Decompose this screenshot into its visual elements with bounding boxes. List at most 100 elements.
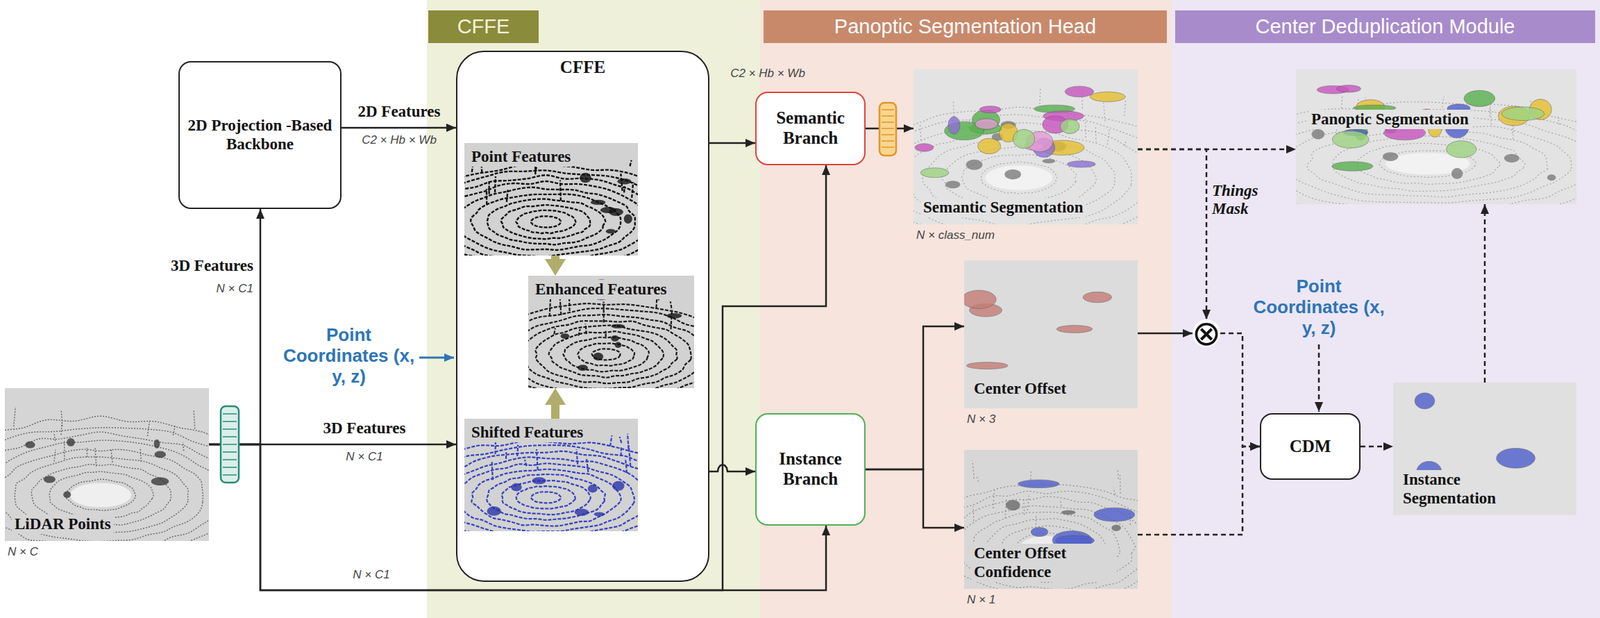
image-caption: Panoptic Segmentation <box>1308 109 1472 130</box>
segment-blob <box>966 362 1008 370</box>
feature-vector-icon <box>879 102 897 156</box>
segment-blob <box>964 290 997 309</box>
scan-ring <box>528 303 695 389</box>
scan-ring <box>464 170 638 256</box>
free-label-holder: N × C1 <box>298 449 431 464</box>
scan-ring <box>592 348 621 360</box>
scan-structure <box>576 449 578 465</box>
scan-ring <box>486 474 605 520</box>
connector-label-holder: Things Mask <box>1211 181 1276 219</box>
scan-structure <box>559 180 562 202</box>
scan-object <box>617 178 631 184</box>
segment-blob <box>1018 479 1060 488</box>
scan-object <box>590 199 606 205</box>
scan-ring <box>4 427 209 541</box>
tensor-shape: C2 × Hb × Wb <box>712 66 824 81</box>
scan-structure <box>487 181 490 194</box>
image-caption: Enhanced Features <box>532 279 670 300</box>
scan-object <box>600 206 617 214</box>
connector-label-holder: 2D Features <box>343 102 455 121</box>
image-caption: Semantic Segmentation <box>920 197 1087 218</box>
scan-structure <box>976 474 979 482</box>
point-cloud-picture <box>913 69 1138 225</box>
scan-structure <box>568 299 571 311</box>
scan-ring <box>464 451 638 532</box>
picture-ground <box>1295 69 1577 205</box>
connector <box>1220 333 1260 447</box>
scan-object <box>1547 174 1557 181</box>
connector-label: 2D Features <box>343 102 455 121</box>
connector <box>865 326 965 470</box>
connector <box>1360 445 1394 448</box>
connector <box>709 464 756 472</box>
scan-structure <box>585 323 586 334</box>
point-cloud-picture <box>1295 69 1577 205</box>
scan-ring <box>535 325 677 384</box>
segment-blob <box>1093 507 1135 522</box>
segment-blob <box>1089 91 1126 102</box>
scan-ring <box>516 485 576 509</box>
scan-object <box>43 475 56 483</box>
scan-ring <box>577 342 635 366</box>
scan-ring <box>531 215 561 227</box>
scan-ring <box>487 199 606 246</box>
scan-structure <box>506 189 509 202</box>
vector-cell <box>881 108 895 111</box>
vector-cell <box>881 121 895 123</box>
picture-ground <box>4 388 209 541</box>
section-title: CFFE <box>428 10 539 44</box>
scan-ring <box>528 314 695 389</box>
section-band: Panoptic Segmentation HeadSemantic Branc… <box>760 0 1172 618</box>
point-cloud-picture <box>964 449 1138 589</box>
connector-label-holder: 3D Features <box>298 419 431 438</box>
connector-label-holder: 3D Features <box>135 256 254 275</box>
point-cloud-picture <box>464 418 638 532</box>
segment-blob <box>1496 447 1536 468</box>
fusion-arrow <box>551 255 560 276</box>
scan-structure <box>54 433 56 441</box>
scan-ring <box>464 456 638 532</box>
connector <box>1137 148 1296 151</box>
module-container: CFFEPoint FeaturesEnhanced FeaturesShift… <box>456 50 710 582</box>
scan-object <box>610 324 625 329</box>
scan-ring <box>1357 142 1501 184</box>
scan-ring <box>464 187 636 256</box>
free-label-holder: C2 × Hb × Wb <box>343 133 455 148</box>
scan-structure <box>1095 127 1097 143</box>
point-cloud-picture <box>464 142 638 256</box>
coordinate-arrow <box>419 356 454 359</box>
scan-structure <box>586 457 589 473</box>
scan-object <box>1111 524 1122 532</box>
scan-structure <box>536 449 538 470</box>
module-title: CFFE <box>560 57 606 78</box>
scan-object <box>1061 510 1076 516</box>
connector <box>208 444 827 591</box>
scan-structure <box>619 436 622 443</box>
scan-object <box>154 439 161 449</box>
image-caption: LiDAR Points <box>11 514 114 534</box>
scan-structure <box>993 490 995 509</box>
vector-cell <box>222 466 237 468</box>
picture-ground <box>964 449 1138 589</box>
scan-object <box>1311 129 1326 140</box>
scan-structure <box>1035 514 1037 525</box>
scan-structure <box>631 181 634 198</box>
scan-ring <box>464 181 638 256</box>
scan-structure <box>623 186 626 193</box>
scan-ring <box>4 431 209 541</box>
process-box-label: CDM <box>1268 436 1353 457</box>
feature-image: Enhanced Features <box>528 275 695 389</box>
connector <box>1137 149 1207 320</box>
scan-object <box>154 451 167 459</box>
feature-image: Semantic SegmentationN × class_num <box>913 69 1138 225</box>
connector <box>1137 446 1260 535</box>
multiply-operator: ⊗ <box>1192 319 1221 348</box>
scan-structure <box>63 440 66 459</box>
scan-ring <box>964 490 1138 589</box>
scan-ring <box>471 469 621 527</box>
scan-object <box>486 506 502 516</box>
process-box: 2D Projection -Based Backbone <box>178 61 342 209</box>
scan-structure <box>610 435 612 446</box>
band-ground <box>426 0 761 618</box>
